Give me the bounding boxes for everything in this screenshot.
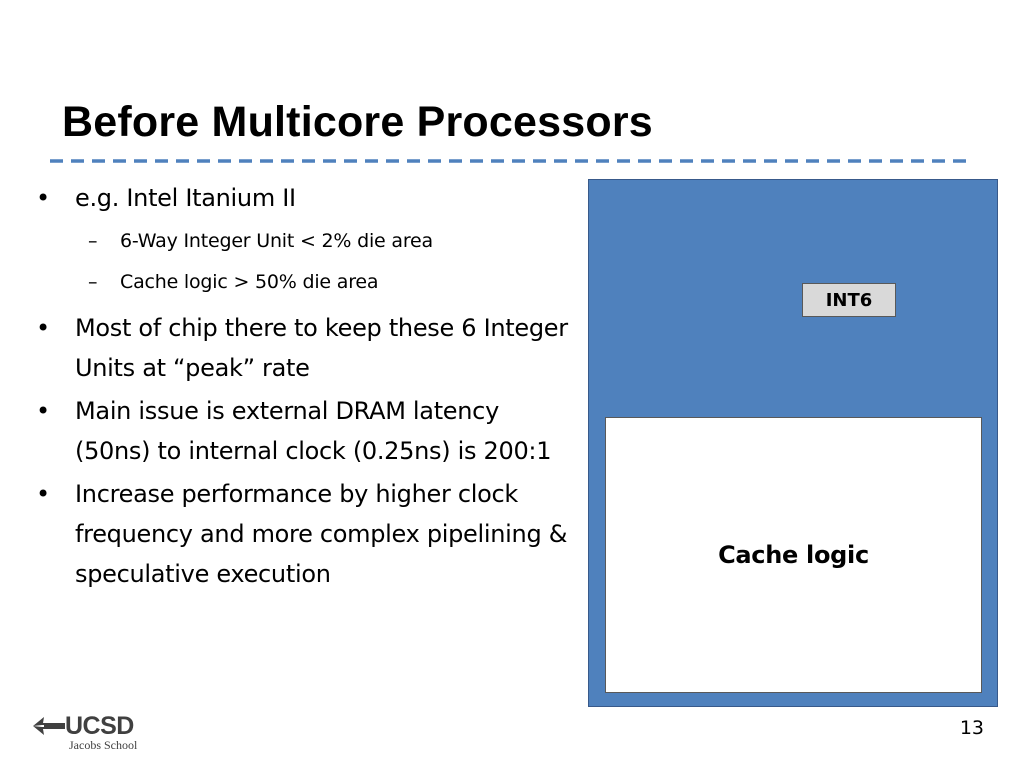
int6-unit-box: INT6 [802,283,896,317]
ucsd-logo: UCSD Jacobs School [32,712,152,756]
sub-bullet-item: – Cache logic > 50% die area [34,262,574,303]
page-number: 13 [959,717,984,739]
bullet-text: Most of chip there to keep these 6 Integ… [75,314,568,382]
cache-logic-box: Cache logic [605,417,982,693]
slide-title: Before Multicore Processors [62,98,653,146]
sub-bullet-item: – 6-Way Integer Unit < 2% die area [34,221,574,262]
bullet-list: • e.g. Intel Itanium II – 6-Way Integer … [34,178,574,597]
bullet-item: • Main issue is external DRAM latency (5… [34,391,574,471]
title-divider [50,159,974,163]
bullet-dot-icon: • [36,314,50,342]
bullet-item: • Increase performance by higher clock f… [34,474,574,594]
bullet-text: e.g. Intel Itanium II [75,184,296,212]
sub-bullet-text: Cache logic > 50% die area [120,271,379,293]
bullet-dot-icon: • [36,480,50,508]
ucsd-subtitle: Jacobs School [69,738,138,752]
bullet-dot-icon: • [36,184,50,212]
bullet-text: Increase performance by higher clock fre… [75,480,568,588]
sub-bullet-text: 6-Way Integer Unit < 2% die area [120,230,433,252]
sub-bullet-list: – 6-Way Integer Unit < 2% die area – Cac… [34,221,574,303]
ucsd-triton-icon [33,717,65,735]
int6-label: INT6 [825,289,873,311]
bullet-item: • Most of chip there to keep these 6 Int… [34,308,574,388]
dash-icon: – [88,271,98,293]
ucsd-wordmark: UCSD [65,712,134,740]
bullet-text: Main issue is external DRAM latency (50n… [75,397,552,465]
bullet-item: • e.g. Intel Itanium II [34,178,574,218]
bullet-dot-icon: • [36,397,50,425]
sub-bullet-group: – 6-Way Integer Unit < 2% die area – Cac… [34,221,574,303]
dash-icon: – [88,230,98,252]
cache-logic-label: Cache logic [718,541,869,569]
